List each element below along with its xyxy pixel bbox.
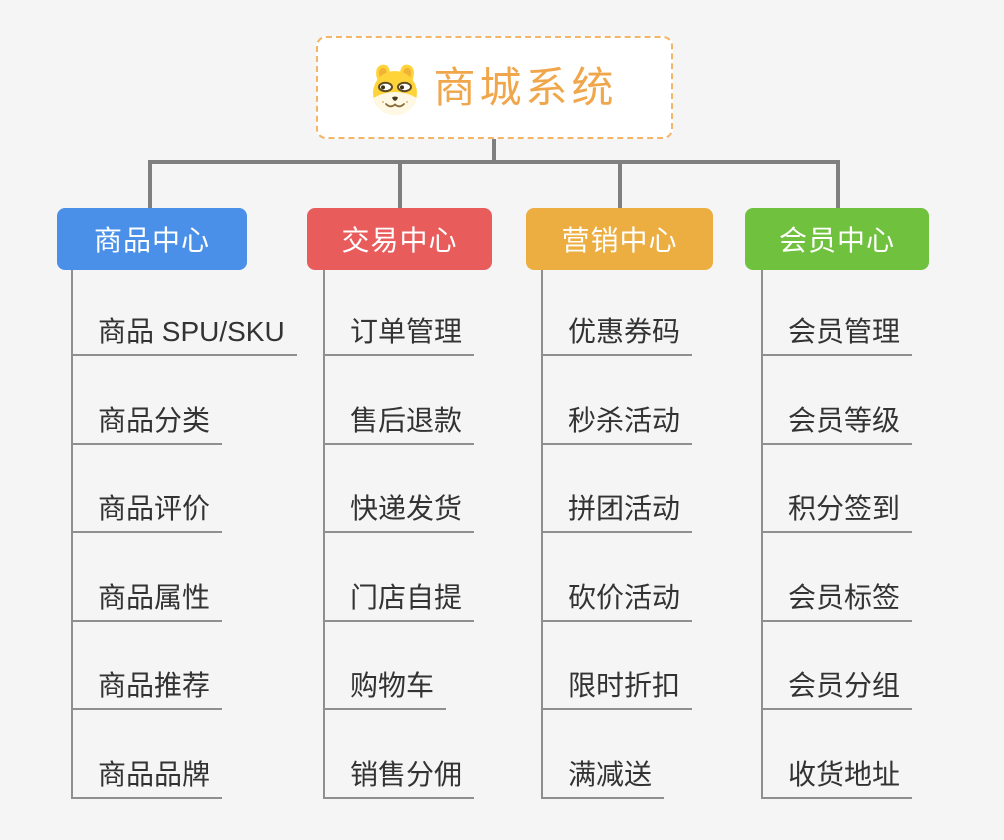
branch-label: 商品中心	[93, 225, 210, 256]
branch-label: 交易中心	[341, 225, 458, 256]
leaf-node[interactable]: 商品 SPU/SKU	[71, 310, 297, 356]
branch-trunk-line	[323, 270, 325, 799]
leaf-node[interactable]: 会员分组	[761, 664, 913, 710]
leaf-node[interactable]: 商品属性	[71, 576, 223, 622]
leaf-node[interactable]: 售后退款	[323, 399, 475, 445]
leaf-node[interactable]: 快递发货	[323, 487, 475, 533]
branch-trunk-line	[71, 270, 73, 799]
doge-icon	[373, 64, 418, 115]
root-node-label: 商城系统	[433, 63, 618, 111]
branch-node-trade-center[interactable]: 交易中心	[307, 208, 492, 270]
leaf-node[interactable]: 会员管理	[761, 310, 913, 356]
branch-node-marketing-center[interactable]: 营销中心	[526, 208, 713, 270]
leaf-node[interactable]: 积分签到	[761, 487, 913, 533]
leaf-node[interactable]: 订单管理	[323, 310, 475, 356]
leaf-node[interactable]: 会员等级	[761, 399, 913, 445]
root-node-mall-system[interactable]: 商城系统	[316, 36, 673, 139]
branch-label: 会员中心	[778, 225, 895, 256]
root-connector-line	[492, 137, 496, 164]
branch-node-product-center[interactable]: 商品中心	[57, 208, 247, 270]
branch-drop-line	[398, 160, 402, 208]
leaf-node[interactable]: 商品评价	[71, 487, 223, 533]
leaf-node[interactable]: 满减送	[541, 753, 665, 799]
branch-trunk-line	[761, 270, 763, 799]
leaf-node[interactable]: 销售分佣	[323, 753, 475, 799]
leaf-node[interactable]: 拼团活动	[541, 487, 693, 533]
branch-node-member-center[interactable]: 会员中心	[745, 208, 929, 270]
branch-label: 营销中心	[561, 225, 678, 256]
leaf-node[interactable]: 购物车	[323, 664, 447, 710]
leaf-node[interactable]: 门店自提	[323, 576, 475, 622]
leaf-node[interactable]: 商品品牌	[71, 753, 223, 799]
branch-trunk-line	[541, 270, 543, 799]
leaf-node[interactable]: 商品推荐	[71, 664, 223, 710]
leaf-node[interactable]: 会员标签	[761, 576, 913, 622]
branch-drop-line	[618, 160, 622, 208]
leaf-node[interactable]: 收货地址	[761, 753, 913, 799]
leaf-node[interactable]: 限时折扣	[541, 664, 693, 710]
leaf-node[interactable]: 优惠券码	[541, 310, 693, 356]
branch-bus-line	[148, 160, 840, 164]
leaf-node[interactable]: 商品分类	[71, 399, 223, 445]
branch-drop-line	[836, 160, 840, 208]
branch-drop-line	[148, 160, 152, 208]
leaf-node[interactable]: 砍价活动	[541, 576, 693, 622]
leaf-node[interactable]: 秒杀活动	[541, 399, 693, 445]
